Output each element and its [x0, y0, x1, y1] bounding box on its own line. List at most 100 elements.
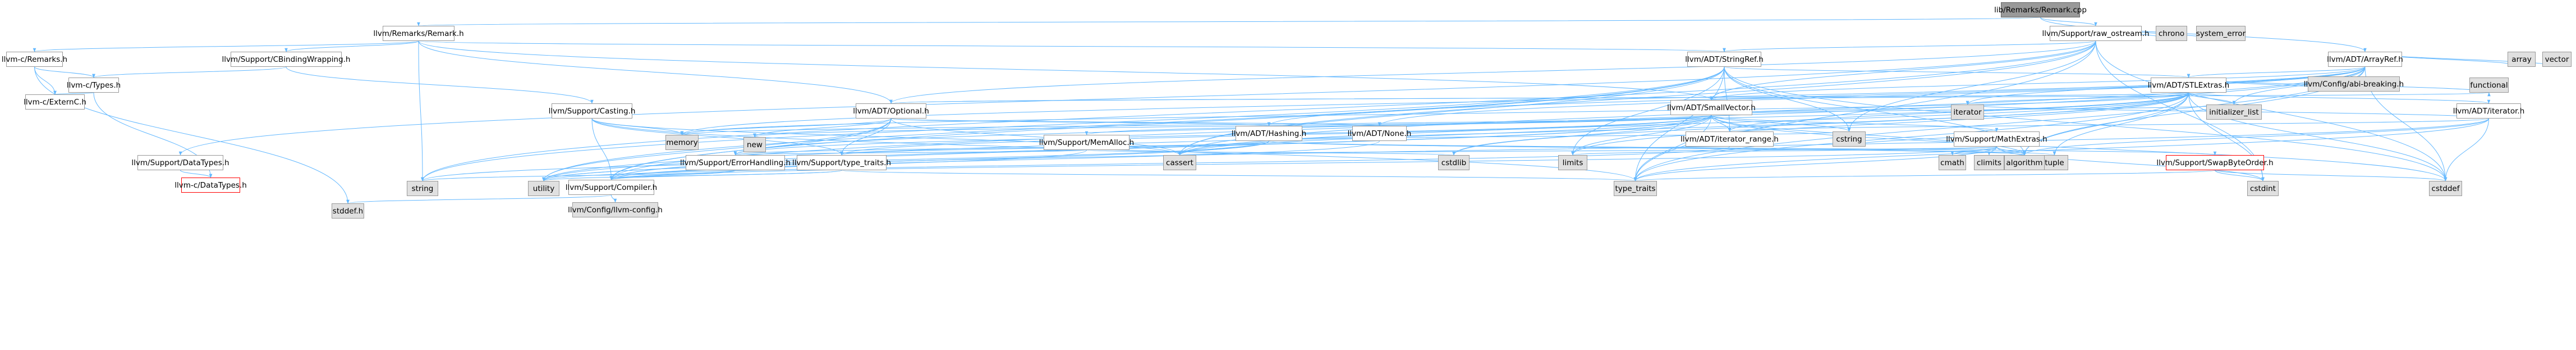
node-remark-h[interactable]: llvm/Remarks/Remark.h — [373, 26, 464, 41]
edge-stringref-to-compiler — [609, 66, 1725, 180]
node-label: utility — [532, 184, 555, 193]
node-array: array — [2508, 52, 2536, 67]
node-memory: memory — [665, 135, 699, 150]
node-c-externc[interactable]: llvm-c/ExternC.h — [24, 94, 86, 110]
edge-hashing-to-tuple — [1269, 140, 2056, 156]
edge-compiler-to-llvm_config — [611, 194, 617, 203]
edge-mathextras-to-type_traits — [1633, 146, 1997, 181]
node-label: initializer_list — [2209, 107, 2259, 117]
node-cstdint: cstdint — [2247, 181, 2279, 196]
edge-stlextras-to-cassert — [1178, 92, 2189, 156]
edge-hashing-to-errorhandling — [734, 140, 1269, 156]
node-abi-breaking: llvm/Config/abi-breaking.h — [2304, 76, 2404, 92]
node-label: cstdlib — [1441, 158, 1467, 167]
edge-arrayref-to-none — [1377, 66, 2366, 126]
edge-raw_ostream-to-type_traits — [1633, 40, 2096, 181]
node-label: llvm/Support/MathExtras.h — [1946, 134, 2047, 144]
node-memalloc[interactable]: llvm/Support/MemAlloc.h — [1039, 135, 1134, 150]
node-swapbyteorder[interactable]: llvm/Support/SwapByteOrder.h — [2156, 155, 2274, 170]
edge-casting-to-type_traits_h — [591, 118, 843, 156]
edge-smallvector-to-cstddef — [1711, 115, 2448, 181]
node-smallvector[interactable]: llvm/ADT/SmallVector.h — [1667, 100, 1756, 115]
edge-raw_ostream-to-cstring — [1847, 40, 2096, 132]
node-llvm-config: llvm/Config/llvm-config.h — [568, 202, 663, 217]
edge-datatypes-to-c_datatypes — [180, 170, 213, 178]
node-cstdlib: cstdlib — [1438, 155, 1470, 170]
node-c-datatypes[interactable]: llvm-c/DataTypes.h — [175, 178, 247, 193]
node-adt-iterator[interactable]: llvm/ADT/iterator.h — [2453, 103, 2524, 119]
edge-stlextras-to-tuple — [2052, 92, 2189, 156]
node-stlextras[interactable]: llvm/ADT/STLExtras.h — [2148, 78, 2229, 93]
node-none[interactable]: llvm/ADT/None.h — [1348, 126, 1411, 141]
node-arrayref[interactable]: llvm/ADT/ArrayRef.h — [2327, 52, 2403, 67]
node-label: llvm/ADT/Hashing.h — [1231, 129, 1307, 138]
edge-remark_h-to-c_remarks — [33, 40, 419, 52]
edge-remark_h-to-cbinding — [284, 40, 419, 52]
edge-remark_h-to-stringref — [418, 40, 1725, 52]
edge-compiler-to-stddef_h — [346, 194, 612, 204]
node-cbinding[interactable]: llvm/Support/CBindingWrapping.h — [222, 52, 351, 67]
edge-smallvector-to-algorithm — [1711, 115, 2026, 156]
edge-raw_ostream-to-datatypes — [178, 40, 2096, 156]
edge-smallvector-to-memory — [681, 115, 1712, 135]
node-type-traits-h[interactable]: llvm/Support/type_traits.h — [792, 155, 891, 170]
node-label: vector — [2545, 54, 2569, 64]
node-utility: utility — [528, 181, 559, 196]
node-cassert: cassert — [1163, 155, 1196, 170]
node-string: string — [407, 181, 438, 196]
edge-optional-to-new — [753, 118, 892, 138]
node-label: llvm/ADT/Optional.h — [853, 106, 929, 116]
node-label: llvm/Support/ErrorHandling.h — [679, 158, 791, 167]
node-optional[interactable]: llvm/ADT/Optional.h — [853, 103, 929, 119]
node-stringref[interactable]: llvm/ADT/StringRef.h — [1685, 52, 1764, 67]
node-iter-range[interactable]: llvm/ADT/iterator_range.h — [1680, 131, 1779, 147]
edge-stlextras-to-type_traits — [1633, 92, 2189, 181]
node-iterator: iterator — [1951, 104, 1984, 120]
edge-cbinding-to-c_types — [92, 66, 287, 78]
edge-stringref-to-type_traits — [1633, 66, 1725, 181]
node-vector: vector — [2542, 52, 2572, 67]
node-label: llvm/Support/Compiler.h — [565, 183, 658, 192]
edge-optional-to-type_traits_h — [840, 118, 892, 156]
edge-adt_iterator-to-type_traits — [1633, 118, 2489, 181]
node-casting[interactable]: llvm/Support/Casting.h — [549, 103, 635, 119]
edge-mathextras-to-cstdint — [1996, 146, 2265, 181]
node-init-list: initializer_list — [2206, 104, 2262, 120]
node-system-error: system_error — [2196, 26, 2246, 41]
edge-stringref-to-string — [421, 66, 1725, 181]
edge-memalloc-to-cstdlib — [1086, 149, 1455, 156]
edge-raw_ostream-to-stringref — [1723, 40, 2096, 52]
node-label: iterator — [1953, 107, 1982, 117]
edge-smallvector-to-type_traits — [1633, 115, 1712, 181]
edge-smallvector-to-cstdlib — [1452, 115, 1712, 156]
node-limits: limits — [1558, 155, 1587, 170]
node-compiler[interactable]: llvm/Support/Compiler.h — [565, 180, 658, 195]
node-c-remarks[interactable]: llvm-c/Remarks.h — [2, 52, 67, 67]
edge-swapbyteorder-to-type_traits — [1634, 170, 2215, 181]
edge-stlextras-to-adt_iterator — [2188, 92, 2490, 104]
node-mathextras[interactable]: llvm/Support/MathExtras.h — [1946, 131, 2047, 147]
node-climits: climits — [1974, 155, 2004, 170]
node-label: llvm/Support/DataTypes.h — [131, 158, 229, 167]
edge-remark_h-to-optional — [418, 40, 893, 104]
node-label: cassert — [1166, 158, 1193, 167]
edge-stringref-to-cstddef — [1724, 66, 2448, 181]
node-hashing[interactable]: llvm/ADT/Hashing.h — [1232, 126, 1306, 141]
node-label: cstddef — [2431, 184, 2460, 193]
node-type-traits: type_traits — [1614, 181, 1657, 196]
edge-smallvector-to-functional — [1711, 92, 2490, 101]
edge-stlextras-to-memory — [681, 92, 2189, 135]
node-label: type_traits — [1615, 184, 1656, 193]
edge-arrayref-to-smallvector — [1710, 66, 2366, 101]
node-cstddef: cstddef — [2429, 181, 2462, 196]
edge-adt_iterator-to-algorithm — [2023, 118, 2489, 156]
edge-arrayref-to-memory — [681, 66, 2366, 135]
edge-stlextras-to-cstdlib — [1452, 92, 2189, 156]
node-datatypes[interactable]: llvm/Support/DataTypes.h — [131, 155, 229, 170]
node-raw-ostream[interactable]: llvm/Support/raw_ostream.h — [2042, 26, 2150, 41]
node-c-types[interactable]: llvm-c/Types.h — [67, 78, 121, 93]
edge-remark_h-to-smallvector — [418, 40, 1713, 101]
edge-stringref-to-iter_range — [1724, 66, 1732, 132]
edge-arrayref-to-init_list — [2232, 66, 2366, 105]
node-errorhandling[interactable]: llvm/Support/ErrorHandling.h — [680, 155, 791, 170]
